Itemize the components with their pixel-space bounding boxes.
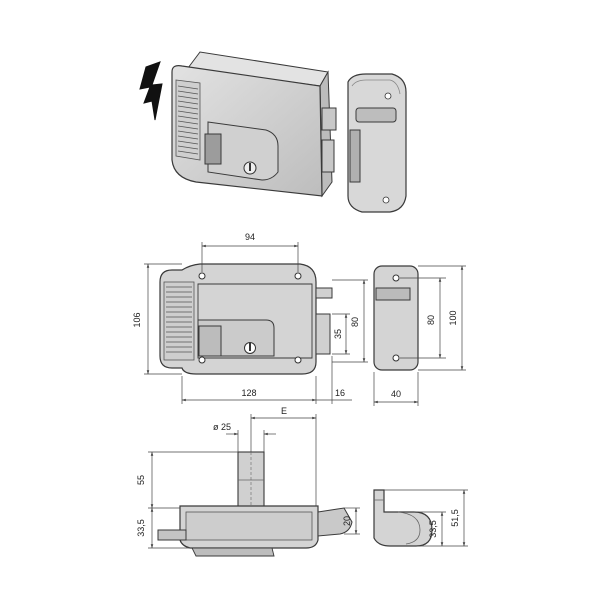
strike-plate-dimensions <box>373 265 466 406</box>
strike-plate-front <box>373 265 419 371</box>
dim-16: 16 <box>335 388 345 398</box>
dim-33-5-left: 33,5 <box>136 519 146 537</box>
dim-E: E <box>281 406 287 416</box>
lock-body-3d <box>171 51 337 198</box>
dim-35: 35 <box>333 329 343 339</box>
dim-55: 55 <box>136 475 146 485</box>
lightning-bolt-icon <box>139 61 163 121</box>
vent-grill <box>175 79 201 161</box>
dim-100: 100 <box>448 310 458 325</box>
front-view-dimensions <box>144 242 368 404</box>
dim-94: 94 <box>245 232 255 242</box>
dim-33-5-right: 33,5 <box>428 520 438 538</box>
dim-80-strike: 80 <box>426 315 436 325</box>
dim-106: 106 <box>132 312 142 327</box>
front-vent-grill <box>163 281 195 361</box>
dim-51-5: 51,5 <box>450 509 460 527</box>
dim-20: 20 <box>342 516 352 526</box>
front-view <box>159 263 333 375</box>
strike-side-view <box>373 489 433 547</box>
dim-128: 128 <box>241 388 256 398</box>
perspective-view <box>139 51 407 213</box>
strike-side-dimensions <box>384 489 468 547</box>
dim-80-front: 80 <box>350 317 360 327</box>
dim-diameter-25: ø 25 <box>213 422 231 432</box>
bottom-view-dimensions <box>148 414 360 549</box>
strike-plate-3d <box>347 73 407 213</box>
dim-40: 40 <box>391 389 401 399</box>
bottom-view <box>157 451 353 557</box>
